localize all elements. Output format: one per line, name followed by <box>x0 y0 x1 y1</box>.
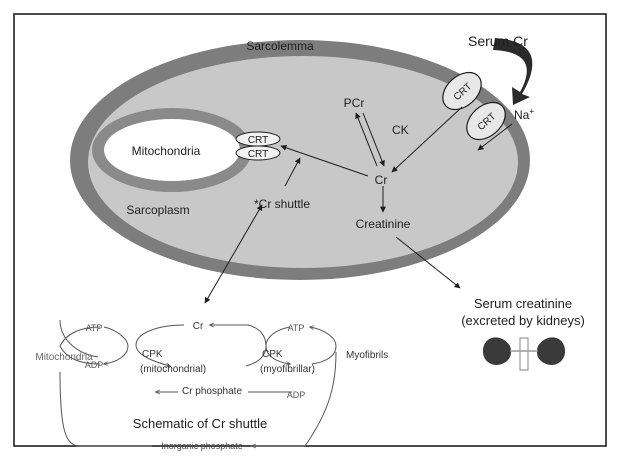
sarcolemma-label: Sarcolemma <box>246 39 314 53</box>
left-atp-adp-cycle <box>104 327 128 364</box>
cpk-myo-sub-label: (myofibrillar) <box>260 364 315 375</box>
cpk-myo-label: CPK <box>262 349 283 360</box>
mitochondria-label: Mitochondria <box>132 144 201 158</box>
atp-left-label: ATP <box>86 323 103 333</box>
serum-creatinine-label: Serum creatinine <box>474 296 572 311</box>
mitochondria-small-label: Mitochondria <box>35 352 93 363</box>
creatinine-label: Creatinine <box>356 217 411 231</box>
excreted-by-kidneys-label: (excreted by kidneys) <box>461 313 585 328</box>
atp-right-label: ATP <box>288 323 305 333</box>
kidneys-icon <box>483 337 565 370</box>
cr-shuttle-label: *Cr shuttle <box>254 197 310 211</box>
cpk-mito-sub-label: (mitochondrial) <box>140 364 206 375</box>
shuttle-title: Schematic of Cr shuttle <box>133 416 267 431</box>
cr-label: Cr <box>375 173 388 187</box>
shuttle-cr-label: Cr <box>193 321 204 332</box>
pi-return-left <box>60 372 152 446</box>
na-label: Na+ <box>514 107 534 122</box>
serum-cr-label: Serum Cr <box>468 33 528 49</box>
cpk-mito-label: CPK <box>142 349 163 360</box>
cr-phosphate-label: Cr phosphate <box>182 386 242 397</box>
pcr-label: PCr <box>344 96 365 110</box>
crt-mito-label-2: CRT <box>248 149 268 160</box>
sarcoplasm-label: Sarcoplasm <box>126 203 189 217</box>
myofibrils-label: Myofibrils <box>346 350 388 361</box>
crt-mito-label-1: CRT <box>248 135 268 146</box>
inorganic-phosphate-label: Inorganic phosphate <box>161 441 243 451</box>
center-right-cycle <box>210 325 266 366</box>
right-adp-cycle <box>310 327 336 364</box>
ck-label: CK <box>392 123 409 137</box>
cr-shuttle-schematic: ATP ADP Mitochondria CPK (mitochondrial)… <box>35 320 388 451</box>
